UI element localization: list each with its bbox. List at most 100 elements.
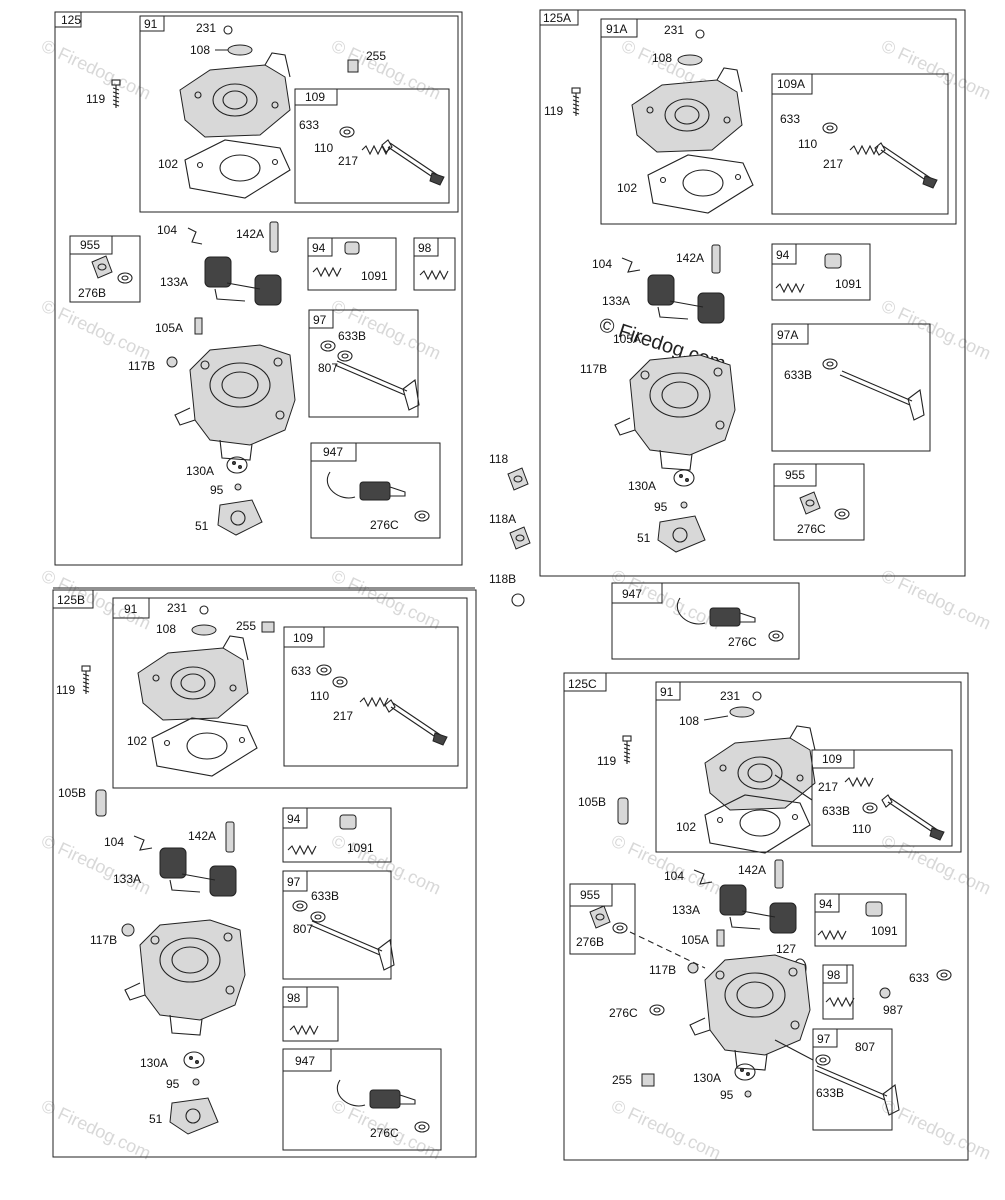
- part-276C-label-125B: 276C: [370, 1126, 399, 1140]
- washer-807-icon: [337, 350, 353, 362]
- spring-94-icon: [287, 845, 317, 855]
- shaft-97A-icon: [839, 370, 925, 421]
- washer-276C-icon: [768, 630, 784, 642]
- part-130A-label-125C: 130A: [693, 1071, 721, 1085]
- part-102-label-125C: 102: [676, 820, 696, 834]
- spring-98-icon: [419, 270, 449, 280]
- part-142A-label-125B: 142A: [188, 829, 216, 843]
- washer-276C-icon: [414, 510, 430, 522]
- svg-text:© Firedog.com: © Firedog.com: [38, 1095, 154, 1163]
- screw-95-icon: [744, 1090, 752, 1098]
- part-633B-label-125B: 633B: [311, 889, 339, 903]
- section-125C-id: 125C: [568, 677, 597, 691]
- part-633B-label-125C: 633B: [822, 804, 850, 818]
- part-1091-label-125C: 1091: [871, 924, 898, 938]
- float-133A-icon: [159, 847, 237, 897]
- kit-91A-label: 91A: [606, 22, 627, 36]
- spring-217-icon: [361, 145, 391, 155]
- part-102-label-125B: 102: [127, 734, 147, 748]
- loose-parts: 118 118A 118B 947 276C: [489, 452, 800, 660]
- kit-947-label: 947: [323, 445, 343, 459]
- washer-633-icon: [936, 969, 952, 981]
- part-633-label-125B: 633: [291, 664, 311, 678]
- gasket-102-icon: [647, 154, 754, 214]
- part-110-label-125A: 110: [798, 137, 817, 151]
- spring-98-icon: [289, 1025, 319, 1035]
- fitting-955-icon: [589, 905, 611, 929]
- jet-105B-icon: [617, 797, 629, 825]
- part-118A-label: 118A: [489, 512, 516, 526]
- part-807-label-125C: 807: [855, 1040, 875, 1054]
- washer-807-icon: [815, 1054, 831, 1066]
- kit-955-box-125A: [773, 463, 865, 541]
- part-807-label-125B: 807: [293, 922, 313, 936]
- screw-95-icon: [680, 501, 688, 509]
- kit-97-label: 97: [313, 313, 327, 327]
- section-125A-id: 125A: [543, 11, 571, 25]
- part-276C-label-125C: 276C: [609, 1006, 638, 1020]
- svg-text:© Firedog.com: © Firedog.com: [878, 1095, 994, 1163]
- shaft-97-icon: [309, 920, 395, 971]
- kit-947-box-125B: [282, 1048, 442, 1151]
- spring-98-icon: [825, 997, 855, 1007]
- kit-97-box-125C: [812, 1028, 893, 1131]
- part-133A-label: 133A: [160, 275, 188, 289]
- solenoid-947-icon: [336, 1079, 416, 1109]
- screw-95-icon: [234, 483, 242, 491]
- carburetor-body-icon: [124, 919, 246, 1036]
- cover-51-icon: [217, 499, 263, 536]
- part-117B-label-125B: 117B: [90, 933, 117, 947]
- pin-104-icon: [693, 869, 713, 885]
- pin-104-icon: [621, 257, 641, 273]
- part-217-label-125C: 217: [818, 780, 838, 794]
- gasket-102-icon: [184, 139, 291, 199]
- part-217-label-125A: 217: [823, 157, 843, 171]
- part-51-label-125A: 51: [637, 531, 651, 545]
- plug-255-icon: [641, 1073, 655, 1087]
- part-255-label: 255: [366, 49, 386, 63]
- part-807-label: 807: [318, 361, 338, 375]
- screw-231-icon: [752, 691, 762, 701]
- section-125-id: 125: [61, 13, 81, 27]
- part-108-label-125B: 108: [156, 622, 176, 636]
- part-102-label: 102: [158, 157, 178, 171]
- part-255-label-125B: 255: [236, 619, 256, 633]
- float-133A-icon: [204, 256, 282, 306]
- screw-119-icon: [571, 87, 581, 117]
- carburetor-body-icon: [174, 344, 296, 461]
- washer-633-icon: [822, 122, 838, 134]
- plug-255-icon: [261, 621, 275, 633]
- kit-97A-label: 97A: [777, 328, 798, 342]
- part-105A-label-125C: 105A: [681, 933, 709, 947]
- kit-109A-label: 109A: [777, 77, 805, 91]
- part-231-label-125A: 231: [664, 23, 684, 37]
- fitting-955-icon: [799, 491, 821, 515]
- washer-633B-icon: [320, 340, 336, 352]
- nut-987-icon: [879, 987, 891, 999]
- part-276C-label-loose: 276C: [728, 635, 757, 649]
- kit-947-label-125B: 947: [295, 1054, 315, 1068]
- part-633B2-label-125C: 633B: [816, 1086, 844, 1100]
- kit-947-label-loose: 947: [622, 587, 642, 601]
- kit-94-box-125A: [771, 243, 871, 301]
- jet-105A-icon: [194, 317, 203, 335]
- washer-110-icon: [332, 676, 348, 688]
- part-1091-label-125B: 1091: [347, 841, 374, 855]
- spring-94-icon: [775, 283, 805, 293]
- kit-97-label-125B: 97: [287, 875, 301, 889]
- spring-94-icon: [312, 267, 342, 277]
- carburetor-cover-icon: [179, 52, 291, 138]
- part-95-label-125B: 95: [166, 1077, 180, 1091]
- kit-94-label-125B: 94: [287, 812, 301, 826]
- spring-217-icon: [849, 145, 879, 155]
- plug-117B-icon: [687, 962, 699, 974]
- section-125C-frame: [563, 672, 969, 1161]
- float-133A-icon: [647, 274, 725, 324]
- part-118B-label: 118B: [489, 572, 516, 586]
- kit-91-box-125C: [655, 681, 962, 853]
- part-119-label-125B: 119: [56, 683, 75, 697]
- section-125C: 125C 91 231 108 102 109 217 633B 110 119…: [563, 672, 969, 1161]
- kit-947-box-loose: [611, 582, 800, 660]
- washer-633B-icon: [292, 900, 308, 912]
